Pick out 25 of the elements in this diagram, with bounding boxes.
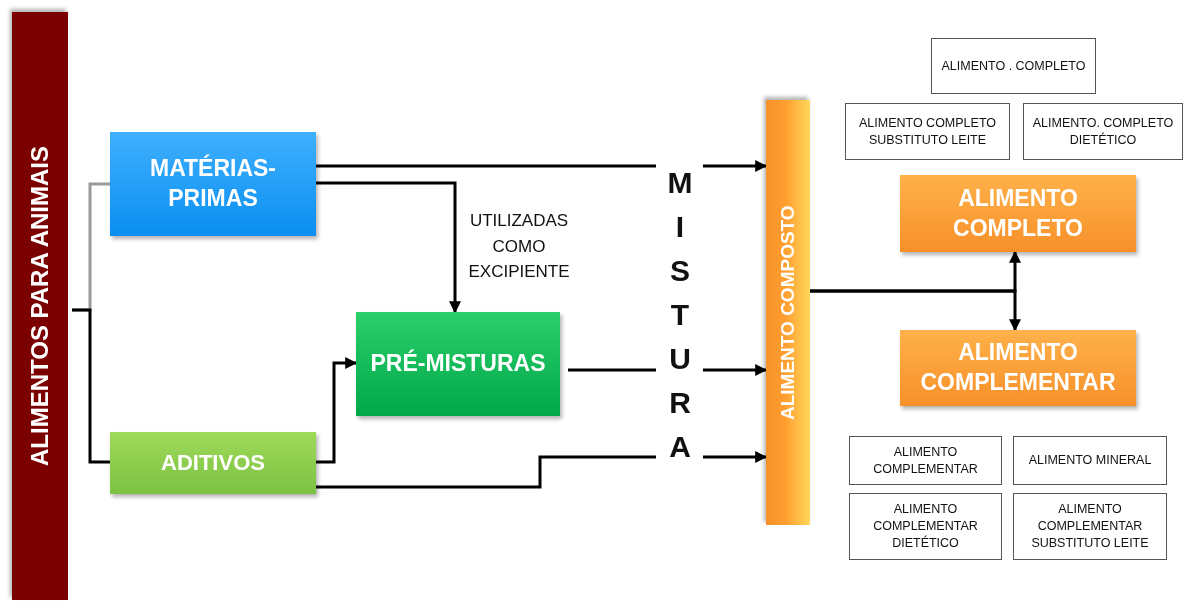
result-bar: ALIMENTO COMPOSTO bbox=[766, 100, 810, 525]
category-box: ALIMENTO COMPLETO SUBSTITUTO LEITE bbox=[845, 103, 1010, 160]
process-box: MATÉRIAS-PRIMAS bbox=[110, 132, 316, 236]
connector-line bbox=[316, 455, 656, 489]
arrow bbox=[316, 357, 358, 464]
process-box: PRÉ-MISTURAS bbox=[356, 312, 560, 416]
arrow bbox=[703, 160, 768, 172]
category-box: ALIMENTO. COMPLETO DIETÉTICO bbox=[1023, 103, 1183, 160]
arrow bbox=[703, 364, 768, 376]
category-box: ALIMENTO COMPLEMENTAR DIETÉTICO bbox=[849, 493, 1002, 560]
arrow bbox=[703, 451, 768, 463]
category-box: ALIMENTO COMPLEMENTAR SUBSTITUTO LEITE bbox=[1013, 493, 1167, 560]
category-box: ALIMENTO COMPLEMENTAR bbox=[849, 436, 1002, 485]
result-box: ALIMENTO COMPLETO bbox=[900, 175, 1136, 252]
result-box: ALIMENTO COMPLEMENTAR bbox=[900, 330, 1136, 406]
process-box: ADITIVOS bbox=[110, 432, 316, 494]
category-box: ALIMENTO MINERAL bbox=[1013, 436, 1167, 485]
connector-line bbox=[568, 368, 656, 372]
process-label: MISTURA bbox=[667, 164, 693, 466]
category-box: ALIMENTO . COMPLETO bbox=[931, 38, 1096, 94]
connector-line bbox=[316, 164, 656, 168]
arrow bbox=[316, 181, 461, 314]
arrow bbox=[810, 289, 1021, 332]
category-bar: ALIMENTOS PARA ANIMAIS bbox=[12, 12, 68, 600]
connector-line bbox=[72, 308, 110, 464]
